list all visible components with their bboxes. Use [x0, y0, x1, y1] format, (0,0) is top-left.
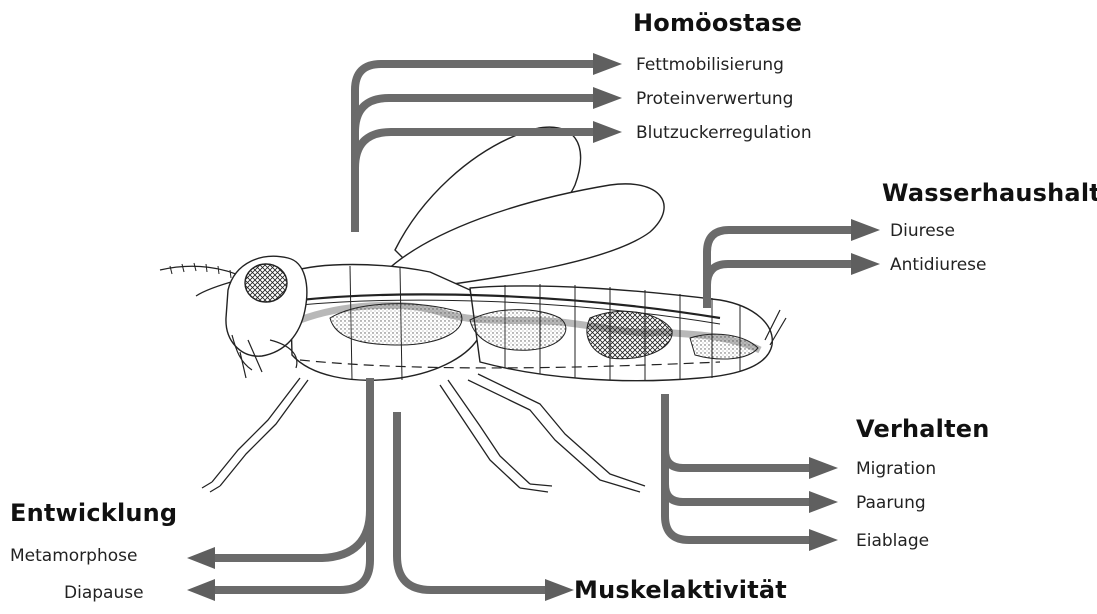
label-fettmobilisierung: Fettmobilisierung	[636, 55, 784, 75]
arrow-verhalten-branch-2	[665, 484, 812, 502]
arrow-head-paarung	[809, 491, 838, 513]
arrow-head-antidiurese	[851, 253, 880, 275]
arrow-entwicklung-branch	[212, 510, 370, 558]
arrow-wasserhaushalt-stem	[707, 230, 854, 308]
arrow-head-fettmobilisierung	[593, 53, 622, 75]
heading-wasserhaushalt: Wasserhaushalt	[882, 179, 1097, 207]
label-proteinverwertung: Proteinverwertung	[636, 89, 793, 109]
heading-homoostase: Homöostase	[633, 9, 802, 37]
label-diapause: Diapause	[64, 583, 144, 603]
compound-eye	[245, 264, 287, 302]
label-diurese: Diurese	[890, 221, 955, 241]
label-metamorphose: Metamorphose	[10, 546, 137, 566]
arrow-head-proteinverwertung	[593, 87, 622, 109]
arrow-head-diurese	[851, 219, 880, 241]
antenna	[160, 266, 245, 278]
label-antidiurese: Antidiurese	[890, 255, 986, 275]
label-migration: Migration	[856, 459, 936, 479]
arrow-muskelaktivitaet	[397, 412, 548, 590]
arrow-head-muskelaktivitaet	[545, 579, 574, 601]
label-blutzuckerregulation: Blutzuckerregulation	[636, 123, 812, 143]
arrow-head-diapause	[187, 579, 215, 601]
arrow-head-metamorphose	[187, 547, 215, 569]
arrow-verhalten-branch-1	[665, 450, 812, 468]
insect-illustration	[160, 127, 786, 492]
heading-entwicklung: Entwicklung	[10, 499, 177, 527]
arrow-head-migration	[809, 457, 838, 479]
fore-leg	[212, 378, 300, 482]
heading-verhalten: Verhalten	[856, 415, 990, 443]
arrow-wasserhaushalt-branch	[707, 264, 854, 285]
label-paarung: Paarung	[856, 493, 926, 513]
label-eiablage: Eiablage	[856, 531, 929, 551]
arrow-homoostase-branch-2	[355, 98, 596, 132]
arrow-head-blutzuckerregulation	[593, 121, 622, 143]
middle-leg	[440, 385, 520, 488]
heading-muskelaktivitaet: Muskelaktivität	[574, 576, 787, 604]
arrow-head-eiablage	[809, 529, 838, 551]
